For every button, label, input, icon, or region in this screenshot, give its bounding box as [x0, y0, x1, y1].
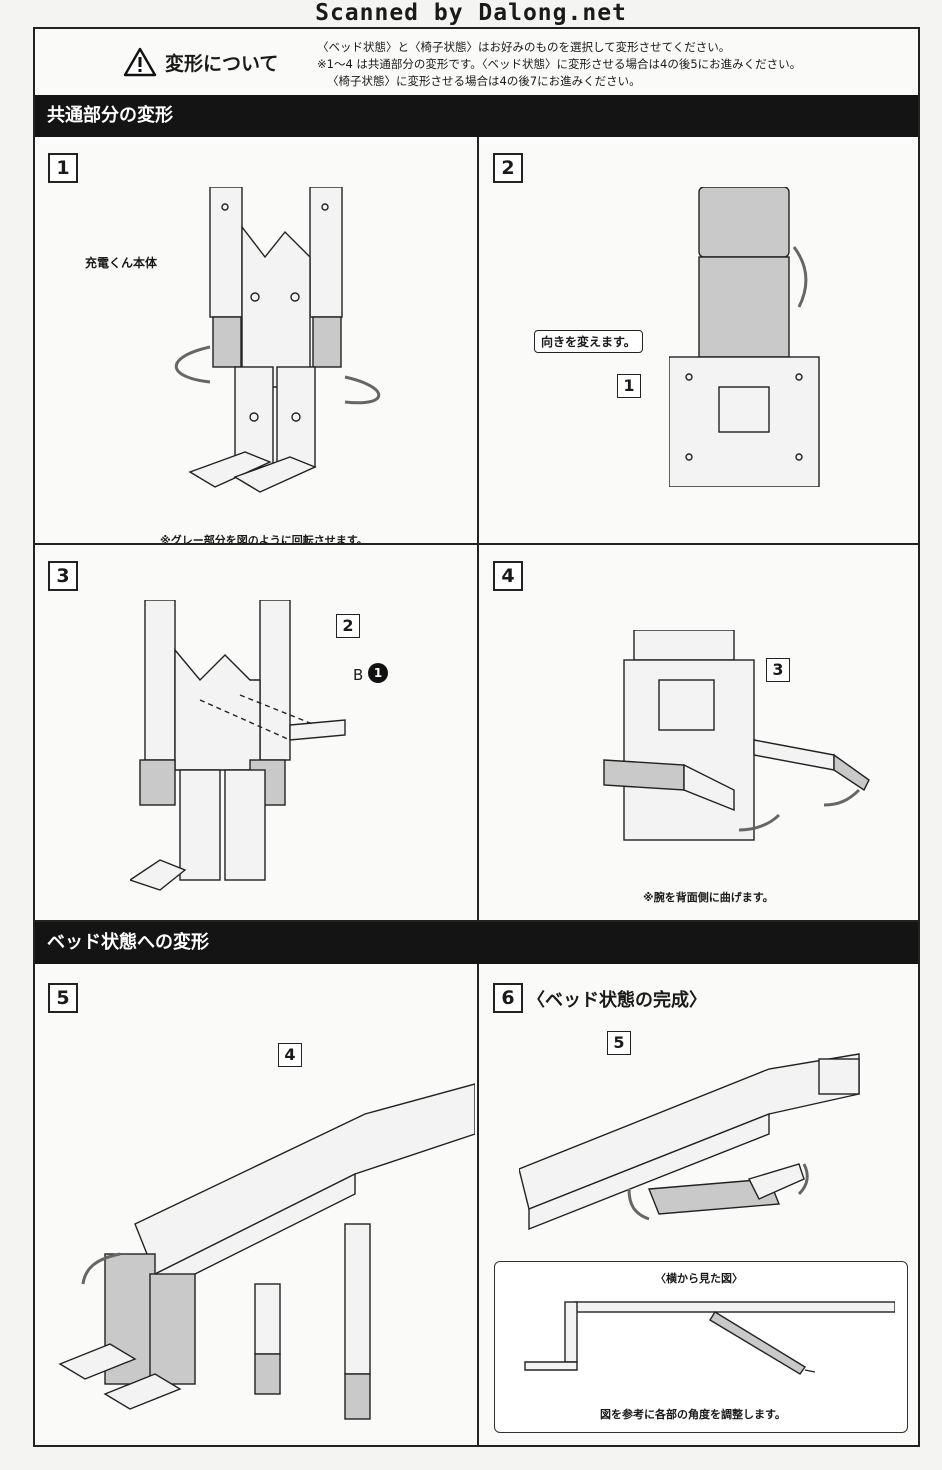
step-3-panel: 3 2 B 1: [35, 545, 477, 920]
robot-torso-illustration: [669, 187, 820, 487]
step-number: 2: [493, 153, 523, 183]
notice-line-1: 〈ベッド状態〉と〈椅子状態〉はお好みのものを選択して変形させてください。: [317, 40, 731, 54]
step-2-panel: 2 向きを変えます。 1: [479, 137, 918, 543]
step-1-panel: 1 充電くん本体 ※グレー部分を図のように回転させます。: [35, 137, 477, 543]
step-number: 1: [48, 153, 78, 183]
step-4-note: ※腕を背面側に曲げます。: [643, 891, 774, 904]
step-reference: 3: [766, 658, 790, 682]
part-label: B: [353, 666, 364, 684]
step-reference: 1: [617, 374, 641, 398]
step-5-panel: 5 4: [35, 964, 477, 1447]
side-view-diagram: [524, 1301, 895, 1375]
robot-standing-illustration: [175, 187, 380, 493]
robot-body-callout: 充電くん本体: [85, 256, 158, 270]
panel-divider: [35, 543, 918, 545]
transform-notice: 変形について 〈ベッド状態〉と〈椅子状態〉はお好みのものを選択して変形させてくだ…: [35, 29, 918, 95]
notice-title: 変形について: [165, 53, 279, 75]
step-number: 4: [493, 561, 523, 591]
step-number: 6: [493, 983, 523, 1013]
panel-divider: [35, 920, 918, 922]
side-view-box: 〈横から見た図〉 図を参考に各部の角度を調整します。: [494, 1261, 908, 1433]
step-number: 3: [48, 561, 78, 591]
notice-text: 〈ベッド状態〉と〈椅子状態〉はお好みのものを選択して変形させてください。 ※1〜…: [317, 39, 801, 90]
bed-complete-illustration: [519, 1053, 860, 1231]
step-1-note: ※グレー部分を図のように回転させます。: [160, 534, 368, 543]
part-insertion-illustration: [130, 600, 346, 891]
notice-line-2: ※1〜4 は共通部分の変形です。〈ベッド状態〉に変形させる場合は4の後5にお進み…: [317, 57, 802, 71]
notice-line-3: 〈椅子状態〉に変形させる場合は4の後7にお進みください。: [327, 74, 641, 88]
instruction-page: 変形について 〈ベッド状態〉と〈椅子状態〉はお好みのものを選択して変形させてくだ…: [33, 27, 920, 1447]
step-number: 5: [48, 983, 78, 1013]
section-header-common: 共通部分の変形: [35, 95, 918, 137]
side-view-title: 〈横から見た図〉: [655, 1272, 743, 1285]
step-6-panel: 6 〈ベッド状態の完成〉 5 〈横から見た図〉 図を参考に各部の角度を調整します…: [479, 964, 918, 1447]
scan-watermark: Scanned by Dalong.net: [315, 0, 627, 26]
side-view-note: 図を参考に各部の角度を調整します。: [600, 1408, 786, 1421]
filled-circle-number-icon: 1: [368, 663, 388, 683]
panel-divider: [477, 137, 479, 920]
rotate-label: 向きを変えます。: [534, 330, 643, 353]
step-reference: 2: [336, 614, 360, 638]
bed-unfolding-illustration: [58, 1083, 475, 1420]
step-reference: 4: [278, 1043, 302, 1067]
panel-divider: [477, 964, 479, 1447]
arms-bent-illustration: [603, 630, 870, 841]
section-header-bed: ベッド状態への変形: [35, 922, 918, 964]
step-reference: 5: [607, 1031, 631, 1055]
warning-triangle-icon: [123, 47, 157, 77]
step-4-panel: 4 3 ※腕を背面側に曲げます。: [479, 545, 918, 920]
bed-complete-title: 〈ベッド状態の完成〉: [527, 990, 707, 1011]
